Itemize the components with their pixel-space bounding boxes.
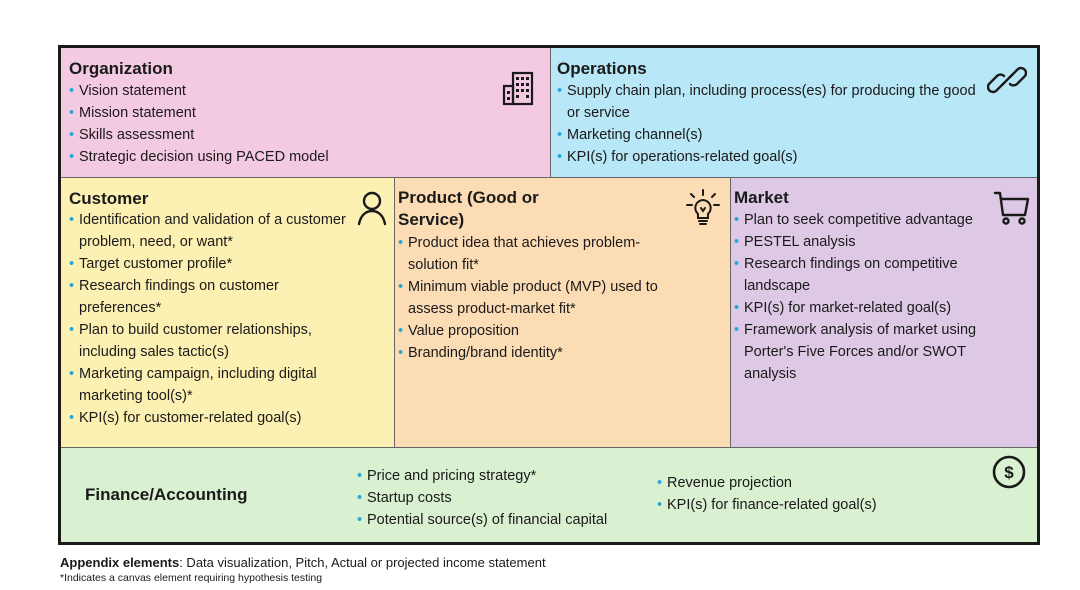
building-icon [502,71,534,106]
person-icon [357,191,387,226]
product-list: Product idea that achieves problem-solut… [398,232,688,364]
cart-icon [993,191,1030,225]
customer-list: Identification and validation of a custo… [69,209,354,429]
list-item: Strategic decision using PACED model [69,146,489,168]
product-section: Product (Good or Service) Product idea t… [395,178,731,448]
customer-title: Customer [69,189,149,208]
finance-title: Finance/Accounting [85,485,248,504]
list-item: Minimum viable product (MVP) used to ass… [398,276,688,320]
appendix-text: : Data visualization, Pitch, Actual or p… [179,555,546,570]
list-item: KPI(s) for operations-related goal(s) [557,146,977,168]
customer-section: Customer Identification and validation o… [61,178,395,448]
list-item: Research findings on customer preference… [69,275,354,319]
link-icon [987,66,1027,94]
market-section: Market Plan to seek competitive advantag… [731,178,1037,448]
list-item: Value proposition [398,320,688,342]
svg-text:$: $ [1004,463,1014,482]
list-item: Branding/brand identity* [398,342,688,364]
list-item: Plan to seek competitive advantage [734,209,1014,231]
list-item: Research findings on competitive landsca… [734,253,1014,297]
list-item: Revenue projection [657,472,937,494]
dollar-icon: $ [992,455,1026,489]
list-item: Mission statement [69,102,489,124]
lightbulb-icon [686,189,720,225]
appendix-line: Appendix elements: Data visualization, P… [60,555,546,571]
list-item: Product idea that achieves problem-solut… [398,232,688,276]
finance-list-left: Price and pricing strategy* Startup cost… [357,465,657,531]
list-item: Framework analysis of market using Porte… [734,319,1014,385]
product-title: Product (Good or Service) [398,188,539,229]
organization-section: Organization Vision statement Mission st… [61,48,551,178]
appendix-label: Appendix elements [60,555,180,570]
list-item: PESTEL analysis [734,231,1014,253]
organization-title: Organization [69,59,173,78]
list-item: Marketing campaign, including digital ma… [69,363,354,407]
list-item: Marketing channel(s) [557,124,977,146]
market-title: Market [734,188,789,207]
list-item: Vision statement [69,80,489,102]
list-item: KPI(s) for market-related goal(s) [734,297,1014,319]
organization-list: Vision statement Mission statement Skill… [69,80,489,168]
list-item: KPI(s) for customer-related goal(s) [69,407,354,429]
finance-list-right: Revenue projection KPI(s) for finance-re… [657,472,937,516]
market-list: Plan to seek competitive advantage PESTE… [734,209,1014,385]
operations-list: Supply chain plan, including process(es)… [557,80,977,168]
list-item: Price and pricing strategy* [357,465,657,487]
list-item: Startup costs [357,487,657,509]
business-model-canvas: Organization Vision statement Mission st… [58,45,1040,545]
list-item: Potential source(s) of financial capital [357,509,657,531]
list-item: Skills assessment [69,124,489,146]
hypothesis-note: *Indicates a canvas element requiring hy… [60,572,323,584]
operations-section: Operations Supply chain plan, including … [551,48,1037,178]
finance-section: Finance/Accounting Price and pricing str… [61,448,1037,542]
list-item: KPI(s) for finance-related goal(s) [657,494,937,516]
list-item: Target customer profile* [69,253,354,275]
operations-title: Operations [557,59,647,78]
list-item: Identification and validation of a custo… [69,209,354,253]
list-item: Plan to build customer relationships, in… [69,319,354,363]
list-item: Supply chain plan, including process(es)… [557,80,977,124]
